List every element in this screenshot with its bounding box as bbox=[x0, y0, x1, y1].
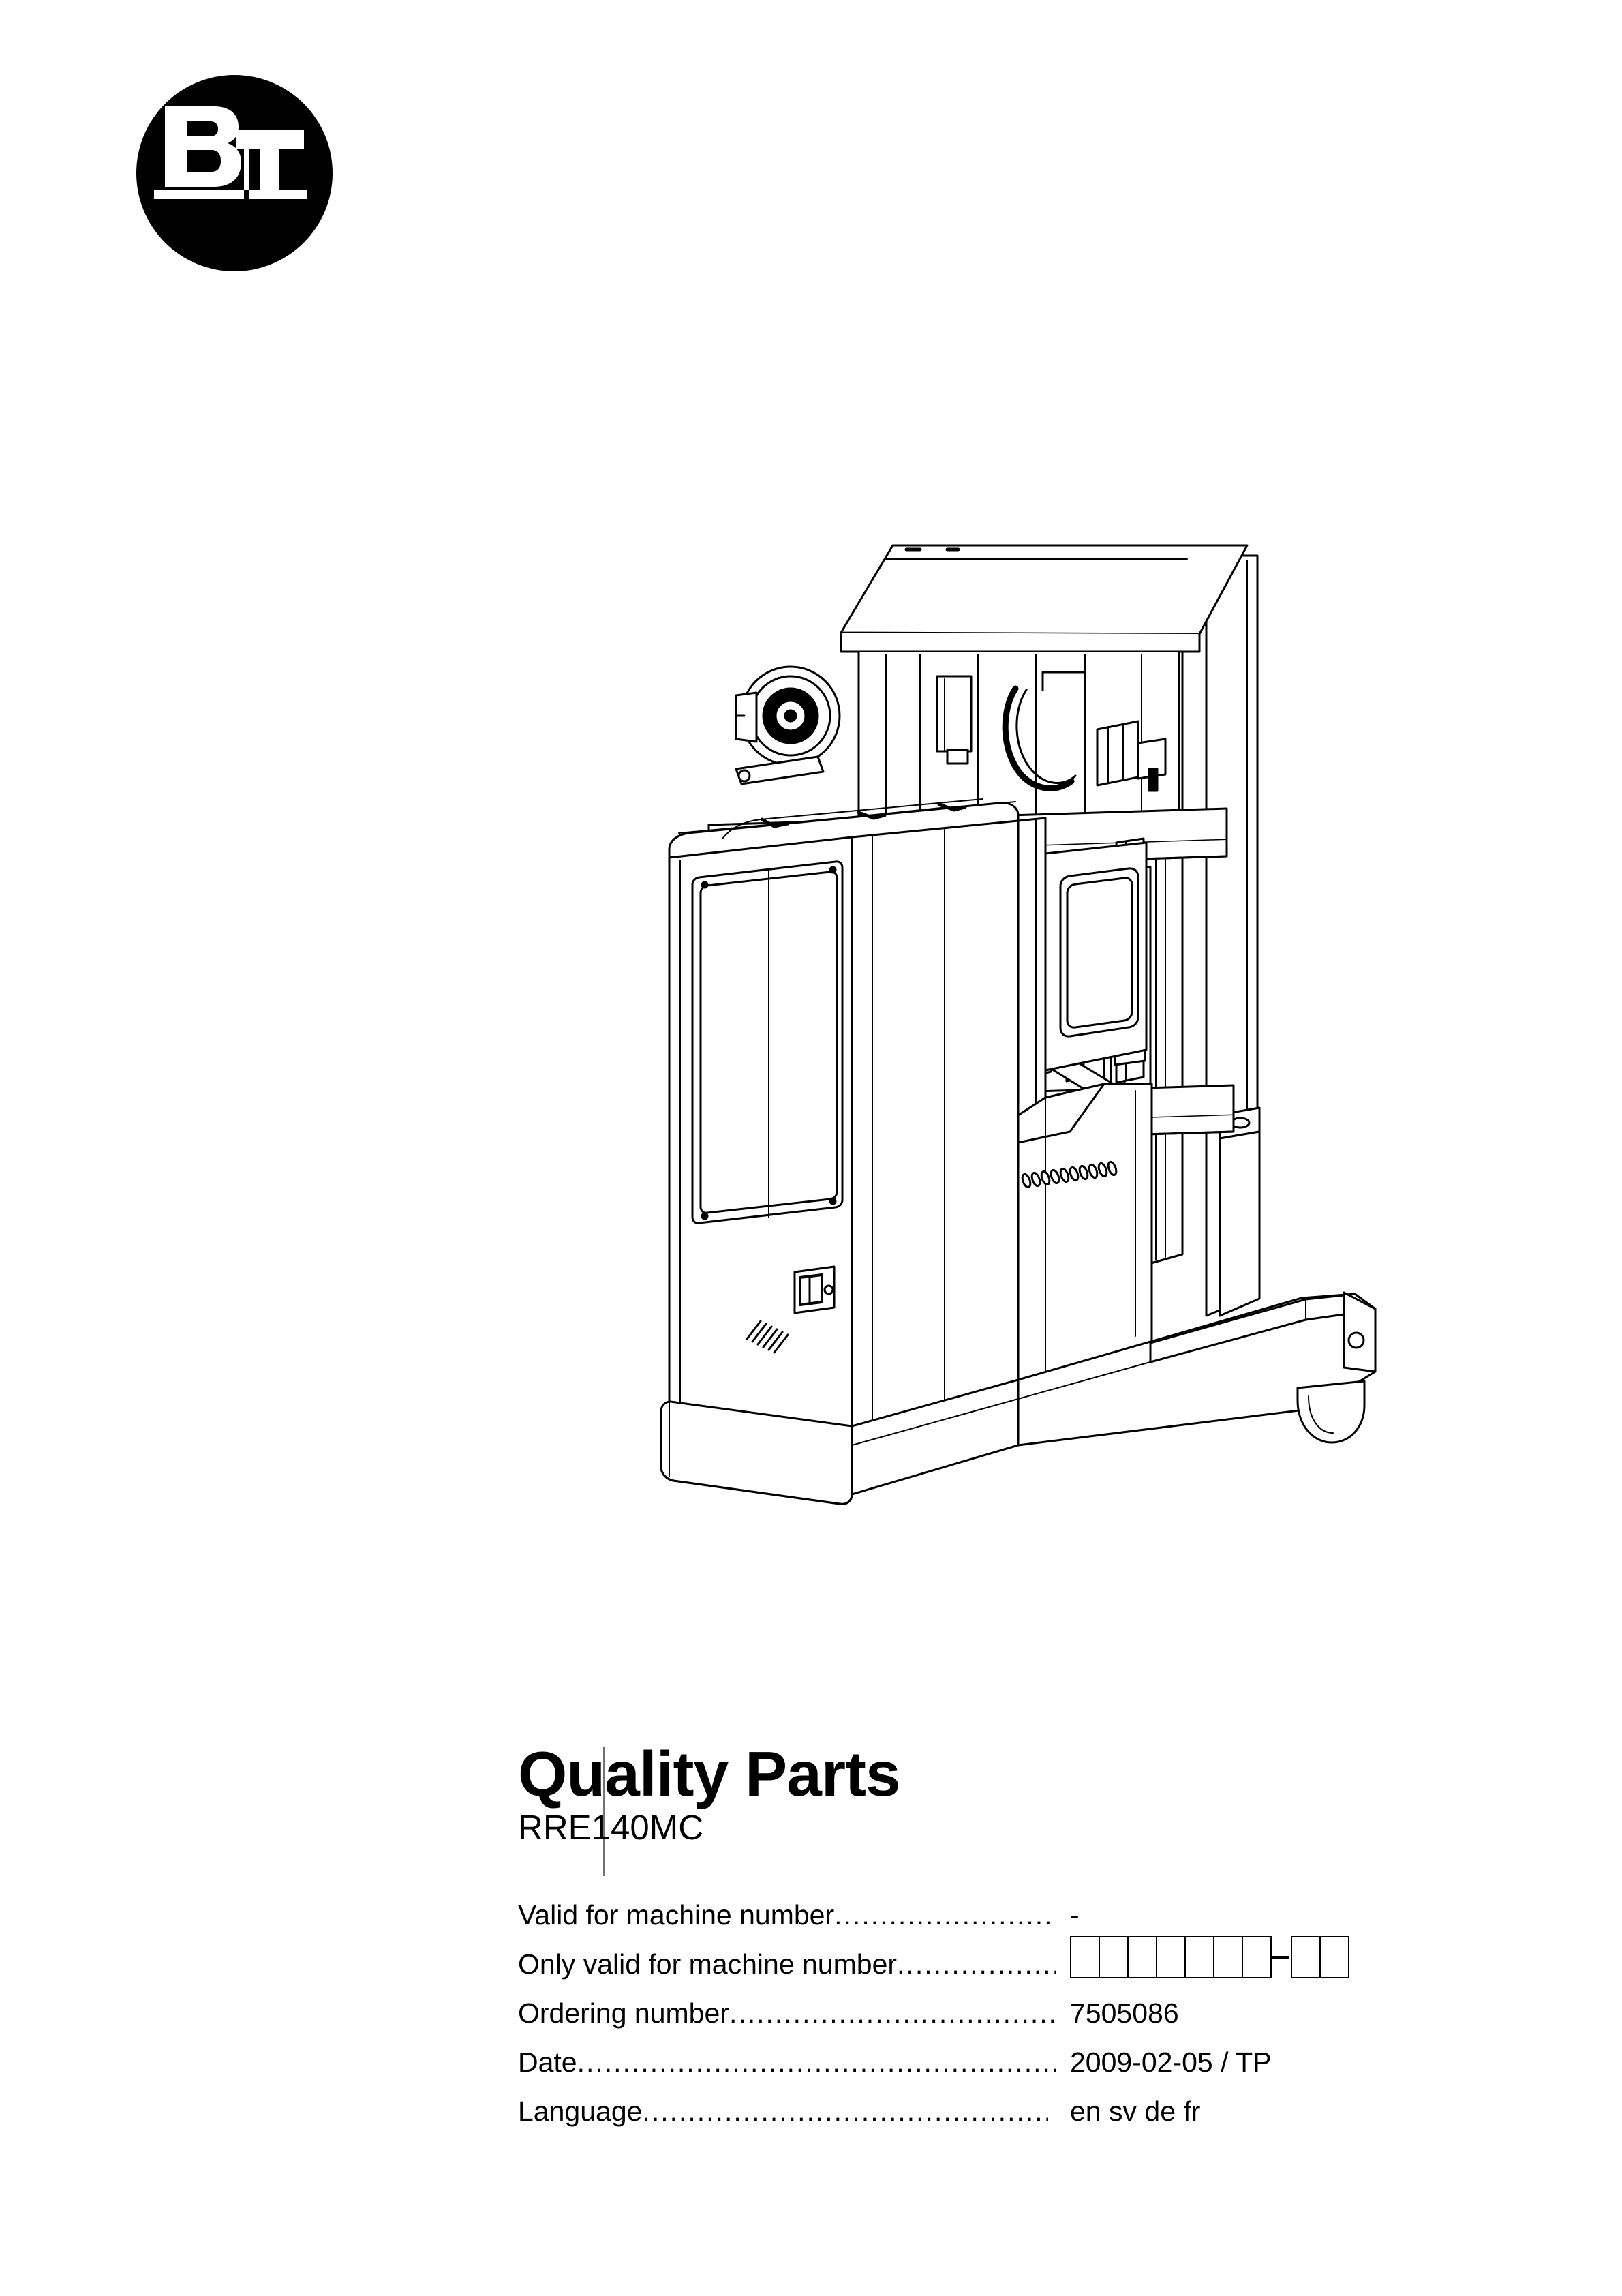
reach-truck-forklift-illustration bbox=[566, 532, 1431, 1575]
scan-artifact-line bbox=[603, 1747, 605, 1876]
machine-number-box[interactable] bbox=[1242, 1936, 1272, 1978]
spec-label: Date bbox=[518, 2046, 577, 2078]
spec-row-valid-for-machine-number: Valid for machine number ...............… bbox=[518, 1880, 1472, 1929]
dot-leader: ........................................… bbox=[834, 1901, 1056, 1929]
machine-number-box[interactable] bbox=[1156, 1936, 1186, 1978]
machine-number-dash bbox=[1272, 1955, 1289, 1959]
machine-number-box[interactable] bbox=[1184, 1936, 1214, 1978]
spec-row-language: Language ...............................… bbox=[518, 2076, 1472, 2126]
spec-row-only-valid-for-machine-number: Only valid for machine number ..........… bbox=[518, 1929, 1472, 1978]
spec-row-ordering-number: Ordering number ........................… bbox=[518, 1978, 1472, 2027]
bt-logo bbox=[135, 74, 334, 273]
machine-number-box[interactable] bbox=[1291, 1936, 1321, 1978]
spec-value: en sv de fr bbox=[1070, 2096, 1201, 2127]
spec-label: Only valid for machine number bbox=[518, 1948, 898, 1980]
spec-row-date: Date ...................................… bbox=[518, 2027, 1472, 2076]
spec-value: 2009-02-05 / TP bbox=[1070, 2046, 1272, 2078]
machine-number-box[interactable] bbox=[1127, 1936, 1157, 1978]
page-title: Quality Parts bbox=[518, 1738, 901, 1809]
spec-label: Language bbox=[518, 2096, 643, 2127]
dot-leader: ........................................… bbox=[897, 1950, 1056, 1978]
machine-number-box[interactable] bbox=[1099, 1936, 1129, 1978]
model-designation: RRE140MC bbox=[518, 1808, 704, 1847]
dot-leader: ........................................… bbox=[577, 2049, 1056, 2076]
machine-number-box[interactable] bbox=[1213, 1936, 1243, 1978]
dot-leader: ........................................… bbox=[642, 2098, 1048, 2126]
spec-value: 7505086 bbox=[1070, 1997, 1179, 2029]
spec-label: Ordering number bbox=[518, 1997, 729, 2029]
dot-leader: ........................................… bbox=[729, 1999, 1056, 2027]
spec-label: Valid for machine number bbox=[518, 1899, 835, 1931]
spec-value: - bbox=[1070, 1899, 1080, 1931]
machine-number-box[interactable] bbox=[1319, 1936, 1349, 1978]
cover-text-block: Quality Parts RRE140MC Valid for machine… bbox=[518, 1742, 1472, 2126]
machine-number-entry-boxes[interactable] bbox=[1058, 1936, 1472, 1978]
machine-number-box[interactable] bbox=[1070, 1936, 1100, 1978]
